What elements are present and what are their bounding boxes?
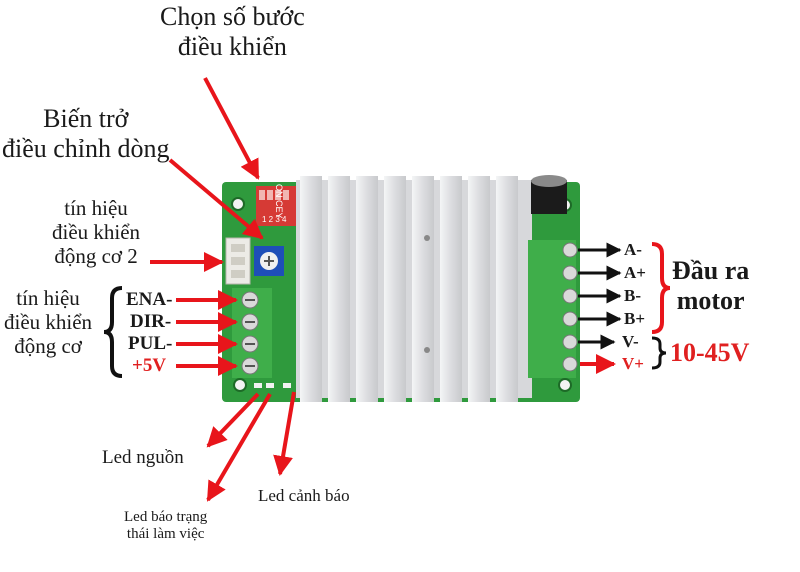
label-line: Led báo trạng (124, 509, 208, 525)
label-line: động cơ 2 (54, 244, 138, 269)
annotation-arrows (150, 77, 616, 502)
label-led-nguon: Led nguồn (102, 447, 184, 468)
label-line: tín hiệu (64, 196, 128, 220)
label-bien-tro: Biến trở điều chỉnh dòng (2, 104, 170, 164)
label-line: Đầu ra (672, 256, 750, 285)
dip-switch-label: ON CEY (274, 184, 284, 219)
svg-text:1 2 3 4: 1 2 3 4 (262, 215, 287, 224)
capacitor (531, 175, 567, 214)
pin-b-plus: B+ (624, 309, 646, 328)
voltage-bracket (651, 336, 667, 370)
mount-hole (231, 197, 245, 211)
signal-connector-2 (225, 237, 251, 285)
label-line: Chọn số bước (160, 2, 305, 31)
label-chon-so-buoc: Chọn số bước điều khiển (160, 2, 305, 62)
label-voltage: 10-45V (670, 338, 750, 367)
label-tin-hieu-1: tín hiệu điều khiển động cơ (4, 286, 92, 358)
label-line: điều chỉnh dòng (2, 133, 170, 163)
pin-5v: +5V (132, 355, 167, 376)
potentiometer (254, 246, 284, 276)
mount-hole (233, 378, 247, 392)
label-line: Biến trở (43, 104, 129, 133)
label-line: tín hiệu (16, 286, 80, 310)
pin-b-minus: B- (624, 286, 641, 305)
label-line: motor (676, 285, 745, 315)
left-bracket (103, 286, 123, 378)
label-line: điều khiển (177, 31, 287, 61)
right-terminal-block (528, 240, 578, 378)
label-led-canh-bao: Led cảnh báo (258, 486, 350, 505)
pin-dir: DIR- (130, 311, 172, 332)
left-terminal-block (232, 288, 272, 378)
label-tin-hieu-2: tín hiệu điều khiển động cơ 2 (52, 196, 140, 268)
label-dau-ra-motor: Đầu ra motor (672, 256, 749, 316)
pin-a-minus: A- (624, 240, 642, 259)
heatsink (296, 176, 532, 402)
label-line: điều khiển (4, 310, 93, 335)
led-status (266, 383, 274, 388)
label-line: thái làm việc (126, 526, 205, 543)
pin-v-minus: V- (622, 332, 639, 351)
label-led-bao: Led báo trạng thái làm việc (124, 509, 207, 544)
motor-arrows (578, 242, 622, 350)
pin-ena: ENA- (126, 289, 173, 310)
pin-a-plus: A+ (624, 263, 646, 282)
motor-bracket (651, 242, 671, 334)
label-line: điều khiển (52, 220, 141, 245)
pin-v-plus: V+ (622, 354, 644, 373)
led-power (254, 383, 262, 388)
label-line: động cơ (14, 334, 82, 359)
mount-hole (558, 378, 572, 392)
pin-pul: PUL- (128, 333, 173, 354)
led-warning (283, 383, 291, 388)
